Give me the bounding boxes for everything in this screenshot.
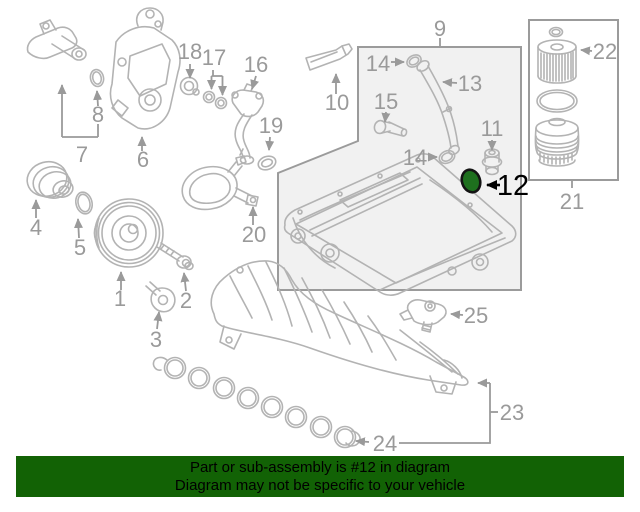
callout-label-5[interactable]: 5 bbox=[74, 235, 86, 260]
callout-label-9[interactable]: 9 bbox=[434, 16, 446, 41]
part-14-o-ring-lower bbox=[438, 149, 456, 165]
callout-label-22[interactable]: 22 bbox=[593, 39, 617, 64]
callout-label-19[interactable]: 19 bbox=[259, 113, 283, 138]
part-18-washer bbox=[179, 76, 200, 96]
callout-label-2[interactable]: 2 bbox=[180, 288, 192, 313]
callout-label-1[interactable]: 1 bbox=[114, 286, 126, 311]
callout-label-15[interactable]: 15 bbox=[374, 89, 398, 114]
callout-label-23[interactable]: 23 bbox=[500, 400, 524, 425]
highlight-banner: Part or sub-assembly is #12 in diagram D… bbox=[16, 456, 624, 497]
part-25-sensor bbox=[399, 299, 447, 333]
callout-label-6[interactable]: 6 bbox=[137, 147, 149, 172]
part-16-thermostat-housing bbox=[231, 83, 265, 165]
callout-label-11[interactable]: 11 bbox=[481, 116, 504, 141]
callout-label-13[interactable]: 13 bbox=[458, 71, 482, 96]
callout-label-25[interactable]: 25 bbox=[464, 303, 488, 328]
part-9-oil-pan bbox=[283, 153, 517, 296]
part-24-gasket bbox=[152, 356, 361, 449]
part-5-o-ring bbox=[74, 191, 94, 215]
part-20-hose bbox=[181, 148, 259, 211]
callout-label-7[interactable]: 7 bbox=[76, 142, 88, 167]
callout-label-18[interactable]: 18 bbox=[178, 39, 202, 64]
part-14-o-ring-upper bbox=[406, 54, 422, 68]
part-7-mount-bracket bbox=[26, 19, 87, 61]
part-19-seal bbox=[257, 155, 277, 171]
banner-line-2: Diagram may not be specific to your vehi… bbox=[174, 477, 466, 494]
part-2-bolt bbox=[156, 242, 194, 271]
banner-line-1: Part or sub-assembly is #12 in diagram bbox=[189, 459, 451, 476]
subassembly-box-9 bbox=[277, 46, 522, 291]
part-21-filter-cap bbox=[534, 117, 580, 167]
part-23-intake-manifold bbox=[210, 260, 469, 395]
callout-label-12[interactable]: 12 bbox=[497, 170, 529, 202]
callout-label-4[interactable]: 4 bbox=[30, 215, 42, 240]
callout-label-8[interactable]: 8 bbox=[92, 102, 104, 127]
part-6-front-cover bbox=[109, 7, 181, 130]
callout-label-16[interactable]: 16 bbox=[244, 52, 268, 77]
part-1-crankshaft-pulley bbox=[93, 198, 164, 268]
part-10-dipstick-handle bbox=[305, 43, 353, 71]
callout-label-14a[interactable]: 14 bbox=[366, 51, 390, 76]
part-22-filter-element bbox=[537, 26, 577, 84]
callout-label-17[interactable]: 17 bbox=[202, 45, 226, 70]
part-4-pulley bbox=[26, 160, 74, 200]
callout-label-20[interactable]: 20 bbox=[242, 222, 266, 247]
part-3-bolt bbox=[145, 281, 176, 313]
callout-12-highlight[interactable]: 12 bbox=[486, 170, 529, 202]
callout-label-24[interactable]: 24 bbox=[373, 431, 397, 456]
callout-label-21[interactable]: 21 bbox=[560, 189, 584, 214]
callout-label-10[interactable]: 10 bbox=[325, 90, 349, 115]
callout-label-14b[interactable]: 14 bbox=[403, 145, 427, 170]
part-17-o-rings bbox=[202, 90, 228, 110]
part-21-filter-o-ring bbox=[536, 89, 578, 113]
part-12-highlighted-seal[interactable] bbox=[459, 167, 483, 194]
callout-label-3[interactable]: 3 bbox=[150, 327, 162, 352]
part-8-o-ring bbox=[89, 68, 105, 88]
callout-lines bbox=[31, 38, 593, 447]
